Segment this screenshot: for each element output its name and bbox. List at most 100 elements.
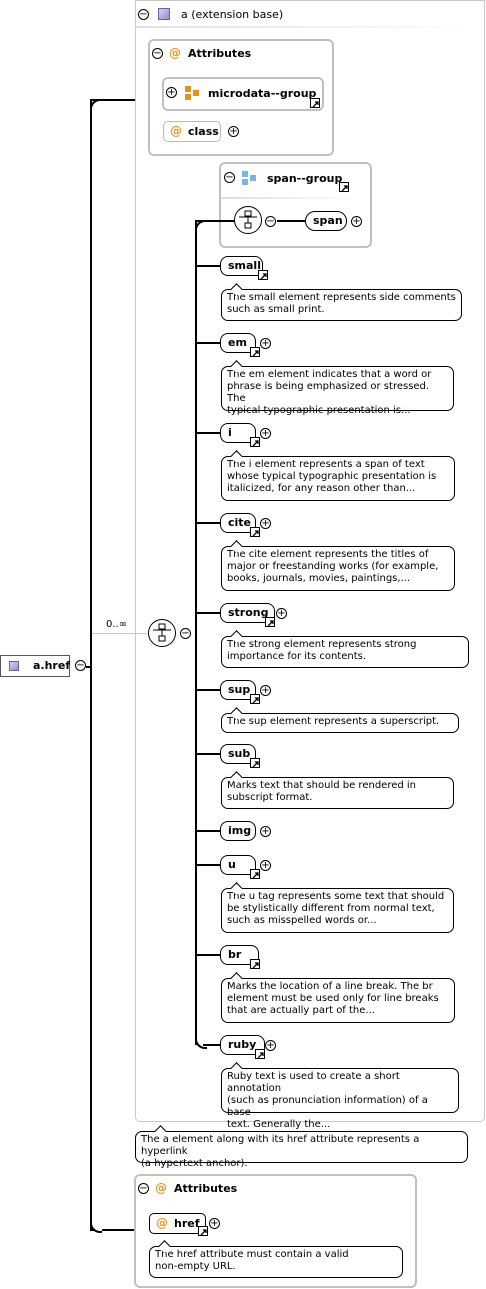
element-label: i: [228, 426, 232, 439]
jump-to-definition-icon[interactable]: [250, 959, 260, 969]
root-documentation: The a element along with its href attrib…: [135, 1131, 468, 1169]
compositor-collapse-icon[interactable]: −: [180, 628, 191, 639]
group-icon: [242, 171, 256, 185]
attribute-icon: @: [156, 1216, 168, 1230]
choice-compositor-icon[interactable]: [148, 619, 176, 647]
element-label: small: [228, 259, 261, 272]
span-group-collapse-icon[interactable]: −: [224, 172, 235, 183]
attribute-class-box[interactable]: [163, 121, 221, 142]
attribute-expand-icon[interactable]: +: [228, 126, 239, 137]
extension-header-fade: [135, 26, 484, 28]
element-expand-icon[interactable]: +: [260, 685, 271, 696]
attributes-collapse-icon[interactable]: −: [152, 48, 163, 59]
element-small[interactable]: small: [220, 256, 263, 276]
element-expand-icon[interactable]: +: [265, 1040, 276, 1051]
documentation-small: The small element represents side commen…: [221, 289, 462, 321]
element-label: u: [228, 858, 236, 871]
element-cite[interactable]: cite: [220, 513, 256, 533]
attribute-class-label: class: [188, 125, 219, 138]
jump-to-definition-icon[interactable]: [250, 347, 260, 357]
doc-line: The em element indicates that a word or: [227, 369, 432, 380]
element-expand-icon[interactable]: +: [260, 428, 271, 439]
attribute-href-box[interactable]: [149, 1213, 206, 1234]
element-expand-icon[interactable]: +: [260, 518, 271, 529]
doc-line: such as misspelled words or...: [227, 915, 377, 926]
cardinality-label: 0..∞: [106, 619, 128, 630]
element-expand-icon[interactable]: +: [260, 860, 271, 871]
element-strong[interactable]: strong: [220, 603, 275, 623]
doc-line: The u tag represents some text that shou…: [227, 891, 445, 902]
doc-line: The sup element represents a superscript…: [227, 716, 440, 727]
connector-line: [277, 220, 307, 222]
element-sup[interactable]: sup: [220, 680, 256, 700]
jump-to-definition-icon[interactable]: [250, 694, 260, 704]
attribute-expand-icon[interactable]: +: [209, 1218, 220, 1229]
element-label: ruby: [228, 1038, 257, 1051]
connector-curve: [90, 1221, 102, 1233]
doc-line: non-empty URL.: [155, 1261, 236, 1272]
element-span[interactable]: span: [305, 211, 347, 231]
element-label: br: [228, 948, 242, 961]
connector-line: [195, 221, 197, 1045]
element-img[interactable]: img: [220, 821, 256, 841]
doc-line: The cite element represents the titles o…: [227, 549, 429, 560]
doc-line: Ruby text is used to create a short anno…: [227, 1071, 400, 1094]
connector-line: [195, 522, 221, 524]
element-expand-icon[interactable]: +: [351, 216, 362, 227]
doc-line: italicized, for any reason other than...: [227, 483, 416, 494]
root-element-label: a.href: [33, 659, 71, 672]
sequence-compositor-icon[interactable]: [234, 206, 262, 234]
jump-to-definition-icon[interactable]: [310, 98, 320, 108]
doc-line: importance for its contents.: [227, 651, 367, 662]
element-expand-icon[interactable]: +: [260, 826, 271, 837]
jump-to-definition-icon[interactable]: [255, 1049, 265, 1059]
jump-to-definition-icon[interactable]: [339, 182, 349, 192]
root-element-box[interactable]: a.href: [0, 655, 70, 677]
cardinality-line: [92, 633, 147, 634]
jump-to-definition-icon[interactable]: [198, 1226, 208, 1236]
jump-to-definition-icon[interactable]: [250, 869, 260, 879]
attributes-bottom-title: Attributes: [174, 1182, 238, 1195]
jump-to-definition-icon[interactable]: [250, 437, 260, 447]
attribute-icon: @: [169, 46, 181, 60]
element-icon: [9, 661, 19, 671]
attributes-collapse-icon[interactable]: −: [138, 1183, 149, 1194]
doc-line: Marks text that should be rendered in: [227, 780, 417, 791]
connector-line: [195, 830, 221, 832]
jump-to-definition-icon[interactable]: [250, 527, 260, 537]
element-em[interactable]: em: [220, 333, 256, 353]
root-collapse-icon[interactable]: −: [75, 660, 86, 671]
jump-to-definition-icon[interactable]: [265, 617, 275, 627]
attributes-top-title: Attributes: [188, 47, 252, 60]
group-expand-icon[interactable]: +: [166, 87, 177, 98]
documentation-ruby: Ruby text is used to create a short anno…: [221, 1068, 459, 1130]
attribute-icon: @: [170, 124, 182, 138]
element-u[interactable]: u: [220, 855, 256, 875]
element-expand-icon[interactable]: +: [276, 608, 287, 619]
documentation-br: Marks the location of a line break. The …: [221, 978, 455, 1023]
element-ruby[interactable]: ruby: [220, 1035, 265, 1055]
compositor-collapse-icon[interactable]: −: [265, 216, 276, 227]
doc-line: books, journals, movies, paintings,...: [227, 573, 411, 584]
doc-line: text. Generally the...: [227, 1119, 331, 1130]
extension-collapse-icon[interactable]: −: [138, 9, 149, 20]
element-i[interactable]: i: [220, 423, 256, 443]
element-label: strong: [228, 606, 269, 619]
element-label: cite: [228, 516, 252, 529]
connector-line: [195, 612, 221, 614]
connector-curve: [90, 99, 102, 111]
connector-line: [195, 753, 221, 755]
microdata-group-label: microdata--group: [208, 87, 317, 100]
jump-to-definition-icon[interactable]: [258, 270, 268, 280]
connector-line: [195, 432, 221, 434]
documentation-cite: The cite element represents the titles o…: [221, 546, 455, 591]
element-label: sub: [228, 747, 251, 760]
element-expand-icon[interactable]: +: [260, 338, 271, 349]
doc-line: whose typical typographic presentation i…: [227, 471, 437, 482]
element-br[interactable]: br: [220, 945, 259, 965]
jump-to-definition-icon[interactable]: [250, 758, 260, 768]
element-sub[interactable]: sub: [220, 744, 256, 764]
